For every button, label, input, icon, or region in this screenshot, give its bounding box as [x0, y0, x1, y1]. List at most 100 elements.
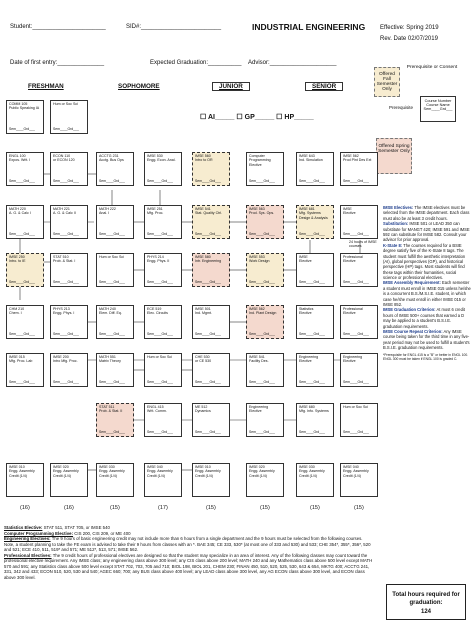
- ai-checkbox[interactable]: ☐: [200, 114, 207, 121]
- semester-grade-field[interactable]: Sem____Grd___: [195, 178, 221, 183]
- semester-grade-field[interactable]: Sem____Grd___: [53, 178, 79, 183]
- semester-grade-field[interactable]: Sem____Grd___: [53, 279, 79, 284]
- semester-grade-field[interactable]: Sem____Grd___: [147, 178, 173, 183]
- semester-grade-field[interactable]: Sem____Grd___: [299, 331, 325, 336]
- semester-grade-field[interactable]: Sem____Grd___: [299, 231, 325, 236]
- semester-grade-field[interactable]: Sem____Grd___: [9, 331, 35, 336]
- semester-grade-field[interactable]: Sem____Grd___: [147, 379, 173, 384]
- semester-grade-field[interactable]: Sem____Grd___: [9, 279, 35, 284]
- semester-grade-field[interactable]: Sem____Grd___: [53, 126, 79, 131]
- semester-grade-field[interactable]: Sem____Grd___: [249, 279, 275, 284]
- semester-grade-field[interactable]: Sem____Grd___: [195, 231, 221, 236]
- semester-grade-field[interactable]: Sem____Grd___: [195, 429, 221, 434]
- semester-grade-field[interactable]: Sem____Grd___: [343, 279, 369, 284]
- semester-grade-field[interactable]: Sem____Grd___: [53, 331, 79, 336]
- semester-grade-field[interactable]: Sem____Grd___: [249, 231, 275, 236]
- semester-grade-field[interactable]: Sem____Grd___: [343, 379, 369, 384]
- semester-grade-field[interactable]: Sem____Grd___: [343, 331, 369, 336]
- semester-grade-field[interactable]: Sem____Grd___: [53, 379, 79, 384]
- semester-grade-field[interactable]: Sem____Grd___: [343, 429, 369, 434]
- semester-grade-field[interactable]: Sem____Grd___: [249, 178, 275, 183]
- semester-grade-field[interactable]: Sem____Grd___: [147, 231, 173, 236]
- semester-grade-field[interactable]: Sem____Grd___: [299, 429, 325, 434]
- semester-grade-field[interactable]: Sem____Grd___: [99, 379, 125, 384]
- semester-grade-field[interactable]: Sem____Grd___: [249, 331, 275, 336]
- semester-grade-field[interactable]: Sem____Grd___: [195, 331, 221, 336]
- semester-grade-field[interactable]: Sem____Grd___: [99, 231, 125, 236]
- semester-grade-field[interactable]: Sem____Grd___: [99, 331, 125, 336]
- student-field[interactable]: Student:______________________: [10, 24, 106, 30]
- semester-grade-field[interactable]: Sem____Grd___: [249, 429, 275, 434]
- semester-grade-field[interactable]: Sem____Grd___: [299, 279, 325, 284]
- semester-grade-field[interactable]: Sem____Grd___: [9, 379, 35, 384]
- semester-grade-field[interactable]: Sem____Grd___: [147, 429, 173, 434]
- semester-grade-field[interactable]: Sem____Grd___: [147, 279, 173, 284]
- sid-field[interactable]: SID#:________________________: [126, 24, 222, 30]
- semester-grade-field[interactable]: Sem____Grd___: [343, 231, 369, 236]
- semester-grade-field[interactable]: Sem____Grd___: [9, 178, 35, 183]
- semester-grade-field[interactable]: Sem____Grd___: [53, 231, 79, 236]
- semester-grade-field[interactable]: Sem____Grd___: [299, 379, 325, 384]
- semester-grade-field[interactable]: Sem____Grd___: [195, 379, 221, 384]
- hp-checkbox[interactable]: ☐: [276, 114, 283, 121]
- semester-grade-field[interactable]: Sem____Grd___: [299, 178, 325, 183]
- first-entry-field[interactable]: Date of first entry:______________: [10, 60, 105, 66]
- semester-grade-field[interactable]: Sem____Grd___: [99, 178, 125, 183]
- semester-grade-field[interactable]: Sem____Grd___: [9, 126, 35, 131]
- semester-grade-field[interactable]: Sem____Grd___: [343, 178, 369, 183]
- semester-grade-field[interactable]: Sem____Grd___: [195, 279, 221, 284]
- semester-grade-field[interactable]: Sem____Grd___: [9, 231, 35, 236]
- gp-checkbox[interactable]: ☐: [236, 114, 243, 121]
